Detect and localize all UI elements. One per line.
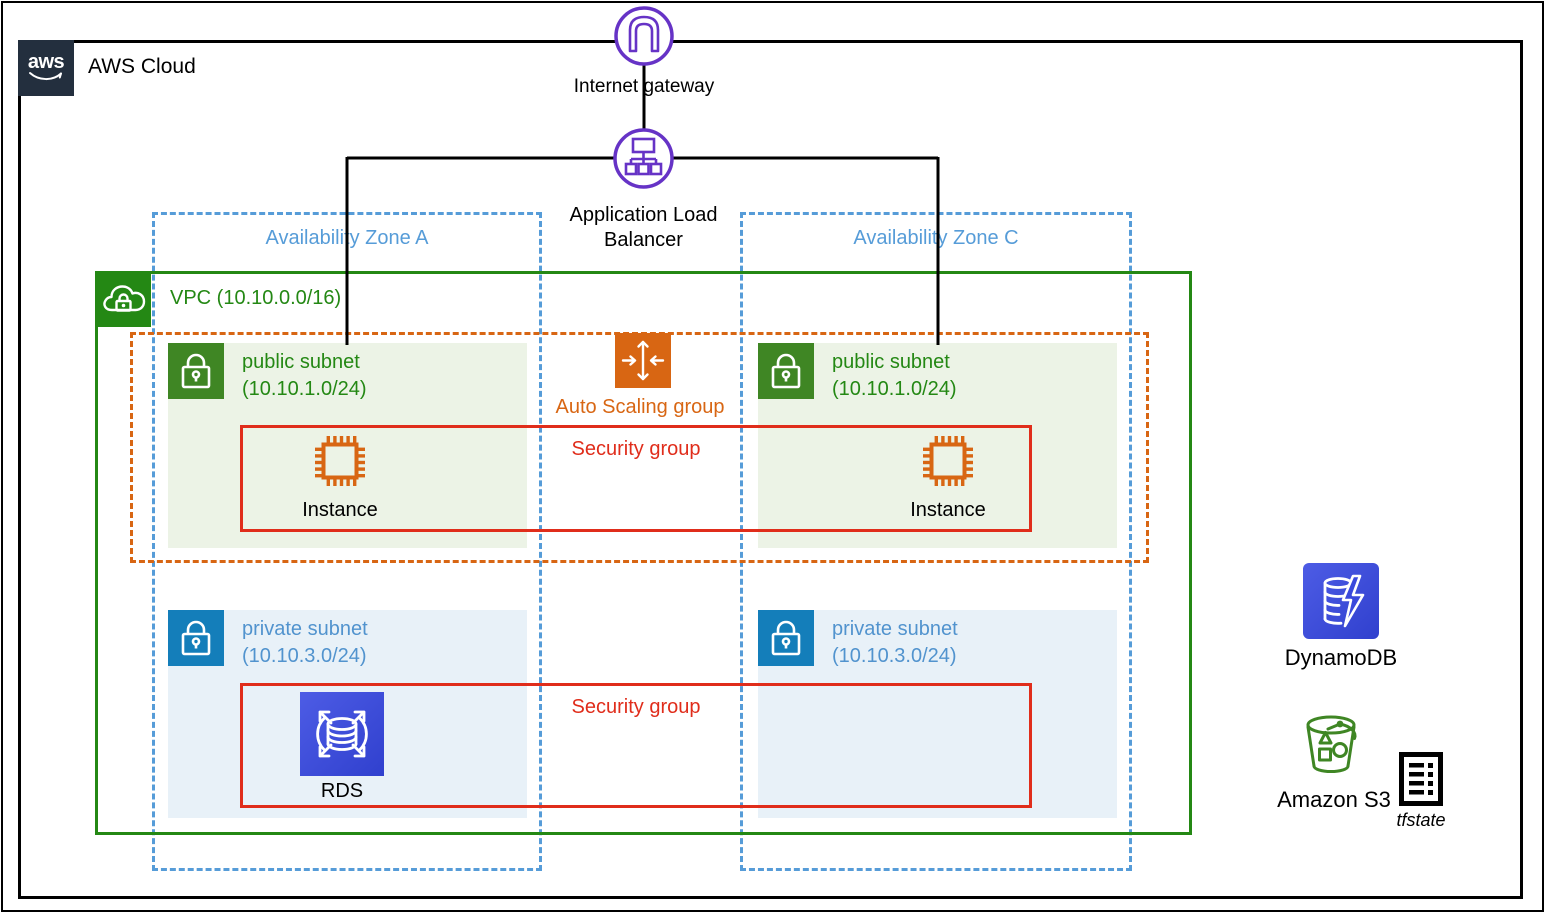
internet-gateway-label: Internet gateway: [573, 76, 715, 97]
s3-bucket-icon: [1306, 715, 1357, 773]
aws-cloud-label: AWS Cloud: [88, 55, 196, 78]
instance-c-label: Instance: [910, 499, 986, 521]
security-group-box-bottom: [240, 683, 1032, 808]
public-subnet-c-label: public subnet (10.10.1.0/24): [832, 351, 957, 400]
aws-smile-icon: [29, 72, 62, 81]
load-balancer-icon: [613, 128, 674, 189]
aws-logo: aws: [18, 40, 74, 96]
rds-label: RDS: [320, 780, 364, 802]
dynamodb-icon: [1303, 563, 1379, 639]
internet-gateway-icon: [614, 6, 674, 66]
vpc-group: [95, 271, 1192, 835]
s3-label: Amazon S3: [1277, 787, 1391, 812]
vpc-label: VPC (10.10.0.0/16): [170, 287, 342, 309]
load-balancer-label: Application Load Balancer: [569, 204, 718, 251]
auto-scaling-icon: [615, 333, 671, 388]
public-subnet-c-lock-icon: [758, 343, 814, 399]
instance-a-icon: [315, 436, 365, 486]
availability-zone-c-label: Availability Zone C: [853, 227, 1019, 249]
tfstate-file-icon: [1399, 752, 1443, 806]
availability-zone-c: Availability Zone C: [740, 212, 1132, 871]
private-subnet-c: [758, 610, 1117, 818]
security-group-box-top: [240, 425, 1032, 532]
aws-cloud-group: [18, 40, 1523, 899]
public-subnet-a-label: public subnet (10.10.1.0/24): [242, 351, 367, 400]
private-subnet-c-label: private subnet (10.10.3.0/24): [832, 618, 958, 667]
security-group-label-top: Security group: [571, 438, 701, 460]
public-subnet-a-lock-icon: [168, 343, 224, 399]
security-group-label-bottom: Security group: [571, 696, 701, 718]
tfstate-label: tfstate: [1396, 810, 1446, 830]
aws-logo-text: aws: [27, 51, 65, 73]
private-subnet-a-label: private subnet (10.10.3.0/24): [242, 618, 368, 667]
dynamodb-label: DynamoDB: [1284, 645, 1398, 670]
instance-a-label: Instance: [302, 499, 378, 521]
rds-icon: [300, 692, 384, 776]
vpc-icon: [95, 271, 151, 327]
auto-scaling-group-label: Auto Scaling group: [555, 396, 725, 418]
private-subnet-a-lock-icon: [168, 610, 224, 666]
private-subnet-c-lock-icon: [758, 610, 814, 666]
instance-c-icon: [923, 436, 973, 486]
